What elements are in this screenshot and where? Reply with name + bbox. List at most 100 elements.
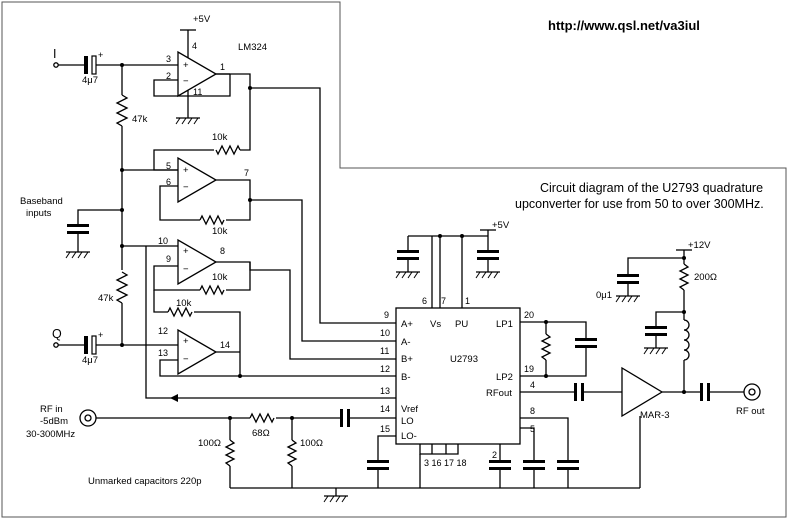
r10k-3-value: 10k [212,272,228,283]
pin-vs-label: Vs [430,319,441,330]
ground-icon-vs-2 [475,271,500,279]
opamp-part-label: LM324 [238,42,267,53]
pin-pu-label: PU [455,319,468,330]
ground-icon-vs-1 [395,271,420,279]
pin-lp2-label: LP2 [496,372,513,383]
pin-lp1-label: LP1 [496,319,513,330]
ground-icon-a [175,117,200,125]
input-q-terminal [53,342,59,348]
capacitor-icon-bias [645,326,667,336]
resistor-47k-1 [115,94,129,127]
cap-q-value: 4μ7 [82,355,98,366]
supply-5v-top: +5V [193,14,211,25]
pin-14: 14 [380,404,390,414]
baseband-label: Baseband [20,196,63,207]
arrow-icon-vref [170,394,178,402]
pin-1: 1 [465,296,470,306]
input-i-terminal [53,62,59,68]
rf-in-connector-icon [79,409,97,427]
pin-11: 11 [380,346,389,356]
capacitor-icon-lp [575,338,597,348]
resistor-lp [540,333,552,361]
r200-value: 200Ω [694,272,717,283]
resistor-47k-2 [115,271,129,304]
pin-b-in-plus: 5 [166,161,171,171]
svg-text:+: + [183,246,189,257]
svg-text:+: + [98,330,103,340]
inputs-label: inputs [26,208,52,219]
resistor-100-2 [286,439,298,467]
capacitor-icon-pin5 [523,460,545,470]
resistor-10k-3 [199,284,225,296]
r10k-2-value: 10k [212,226,228,237]
pin-7: 7 [441,296,446,306]
pin-b-in-minus: 6 [166,177,171,187]
capacitor-icon-i: + [84,50,103,75]
pin-lo-label: LO [401,416,414,427]
source-url: http://www.qsl.net/va3iul [548,18,700,33]
rf-in-label: RF in [40,404,63,415]
pin-8: 8 [530,406,535,416]
mar3-label: MAR-3 [640,410,670,421]
pin-9: 9 [384,310,389,320]
capacitor-icon-lominus [367,460,389,470]
pin-5: 5 [530,424,535,434]
u2793-chip [395,307,521,445]
svg-text:+: + [183,165,189,176]
capacitor-icon-pin2 [489,460,511,470]
pin-aplus-label: A+ [401,319,413,330]
pin-10: 10 [380,328,390,338]
pin-d-out: 14 [220,340,230,350]
capacitor-icon-baseband [67,224,89,234]
svg-text:+: + [183,336,189,347]
pin-bminus-label: B- [401,372,411,383]
u2793-label: U2793 [450,354,478,365]
pin-c-in-plus: 10 [158,236,168,246]
pin-d-in-minus: 13 [158,348,168,358]
resistor-10k-4 [167,306,193,318]
opamp-a: + − [177,50,218,98]
pin-2: 2 [492,450,497,460]
pin-bplus-label: B+ [401,354,413,365]
svg-text:−: − [183,264,189,275]
capacitor-icon-vs-2 [477,250,499,260]
capacitor-icon-12v [617,274,639,284]
input-i-label: I [53,47,56,61]
caption-line-1: Circuit diagram of the U2793 quadrature [540,181,763,195]
ground-icon-baseband [65,251,90,259]
supply-5v-mid: +5V [492,220,510,231]
r47k-2-value: 47k [98,293,114,304]
pin-a-in-plus: 3 [166,54,171,64]
rf-out-connector-icon [743,383,761,401]
capacitor-icon-out [700,383,710,401]
pin-c-in-minus: 9 [166,254,171,264]
svg-text:+: + [98,50,103,60]
pin-vref-label: Vref [401,404,418,415]
ground-icon-12v [615,295,640,303]
svg-text:−: − [183,76,189,87]
pin-rfout-label: RFout [486,388,512,399]
pin-lominus-label: LO- [401,431,417,442]
pin-c-out: 8 [220,246,225,256]
r68-value: 68Ω [252,428,270,439]
pin-a-out: 1 [220,62,225,72]
r10k-4-value: 10k [176,298,192,309]
pin-d-in-plus: 12 [158,326,168,336]
pin-15: 15 [380,424,390,434]
capacitor-icon-vs-1 [397,250,419,260]
amplifier-mar3 [621,366,664,418]
capacitor-icon-pin8 [557,460,579,470]
pin-20: 20 [524,310,534,320]
pin-a-in-minus: 2 [166,71,171,81]
rf-in-level: -5dBm [40,416,68,427]
capacitor-icon-q: + [84,330,103,355]
rf-out-label: RF out [736,406,765,417]
pin-a-gnd: 11 [193,87,202,97]
capacitor-icon-rfout [574,383,584,401]
pin-gnd-group: 3 16 17 18 [424,458,467,468]
resistor-10k-2 [199,214,225,226]
pin-19: 19 [524,364,534,374]
svg-text:+: + [183,60,189,71]
